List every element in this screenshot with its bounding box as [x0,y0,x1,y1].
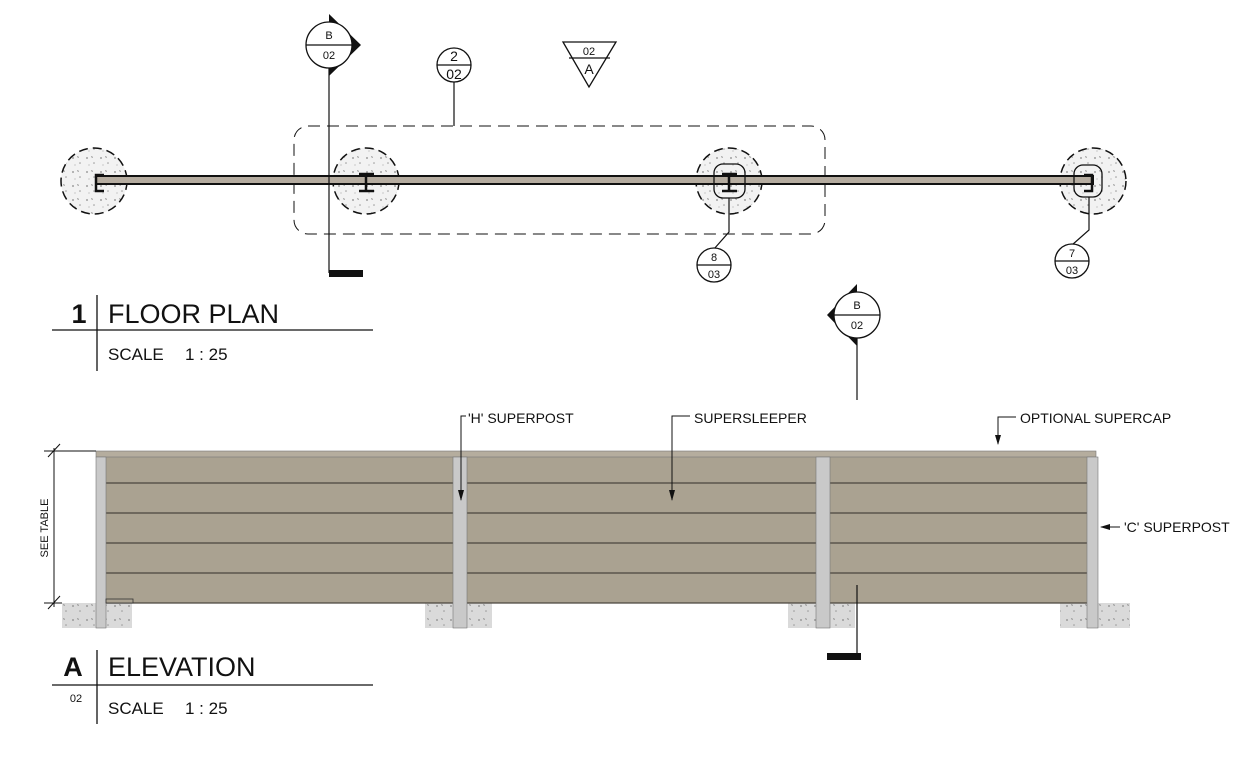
floor-plan: B 02 2 02 02 A 8 03 [52,14,1127,371]
detail-marker-2[interactable]: 2 02 [436,47,472,126]
detail-marker-8[interactable]: 8 03 [696,198,732,283]
marker-sheet: 03 [708,269,720,281]
supercap-label: OPTIONAL SUPERCAP [1020,410,1171,426]
marker-sheet: 02 [851,320,863,332]
section-bar [827,653,861,660]
detail-marker-7[interactable]: 7 03 [1054,197,1090,279]
h-post-plan-2 [722,172,737,193]
wall-plan [95,175,1094,185]
marker-sheet: 02 [323,50,335,62]
marker-id: 8 [711,252,717,264]
drawing-title: ELEVATION [108,652,256,682]
marker-sheet: 02 [446,66,462,82]
c-post-right [1086,456,1099,629]
supercap-callout: OPTIONAL SUPERCAP [995,410,1171,445]
section-marker-b-right[interactable]: B 02 [827,284,881,400]
scale-label: SCALE [108,345,164,364]
section-marker-b-top[interactable]: B 02 [305,14,363,277]
supersleeper-callout: SUPERSLEEPER [669,410,807,501]
marker-id: 7 [1069,248,1075,260]
posts [95,456,1099,629]
scale-value: 1 : 25 [185,699,228,718]
sleeper-joints [104,482,1088,604]
h-superpost-label: 'H' SUPERPOST [468,410,574,426]
h-post-plan-1 [359,172,374,193]
scale-value: 1 : 25 [185,345,228,364]
h-superpost-callout: 'H' SUPERPOST [458,410,574,501]
c-post-left [95,456,107,629]
footings [62,603,1130,628]
marker-sheet: 02 [583,46,595,58]
sleeper-panel [104,457,1088,603]
base-plate [105,598,134,604]
see-table-label: SEE TABLE [39,499,51,558]
elevation: SEE TABLE 'H' SUPERPOST SUPERSLEEPER OPT… [39,410,1230,724]
elevation-sheet: 02 [70,693,82,705]
marker-id: B [853,300,860,312]
c-post-left-plan [94,173,104,193]
post-outline-7 [1073,164,1103,198]
h-post-1 [452,456,468,629]
marker-id: B [325,30,332,42]
marker-id: A [584,61,594,77]
floor-plan-title-block: 1 FLOOR PLAN SCALE 1 : 25 [52,295,373,371]
height-dimension [44,443,96,610]
c-post-right-plan [1084,173,1094,193]
c-superpost-callout: 'C' SUPERPOST [1100,519,1230,535]
supersleeper-label: SUPERSLEEPER [694,410,807,426]
elevation-marker-a[interactable]: 02 A [561,41,618,89]
c-superpost-label: 'C' SUPERPOST [1124,519,1230,535]
detail-2-boundary [293,125,826,235]
marker-sheet: 03 [1066,265,1078,277]
h-post-2 [815,456,831,629]
supercap [95,450,1097,458]
marker-id: 2 [450,48,458,64]
elevation-title-block: A 02 ELEVATION SCALE 1 : 25 [52,650,373,724]
scale-label: SCALE [108,699,164,718]
drawing-number: 1 [71,299,86,329]
elevation-letter: A [63,652,83,682]
drawing-title: FLOOR PLAN [108,299,279,329]
